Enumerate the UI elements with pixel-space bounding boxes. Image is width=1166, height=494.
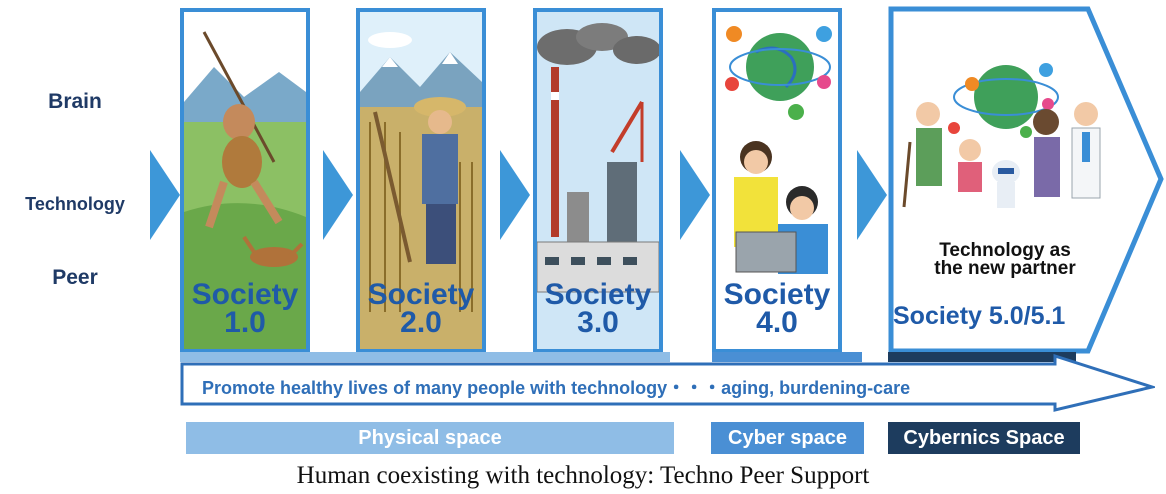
- farming-scene-illustration: [360, 12, 482, 349]
- cybernics-space-marker: [888, 352, 1076, 362]
- chevron-icon: [323, 150, 353, 240]
- coexistence-scene-illustration: [902, 63, 1101, 208]
- cyber-space-bar: Cyber space: [711, 422, 864, 454]
- label-peer: Peer: [52, 266, 98, 289]
- chevron-icon: [150, 150, 180, 240]
- chevron-icon: [500, 150, 530, 240]
- physical-space-marker: [180, 352, 670, 362]
- information-scene-illustration: [725, 26, 832, 274]
- society-2-title: Society 2.0: [367, 278, 475, 339]
- label-technology: Technology: [25, 194, 125, 214]
- society-3-panel: Society 3.0: [533, 8, 663, 353]
- society-4-title: Society 4.0: [723, 278, 831, 339]
- label-brain: Brain: [48, 90, 102, 113]
- society-5-title: Society 5.0/5.1: [893, 302, 1066, 330]
- factory-scene-illustration: [537, 12, 659, 349]
- society-5-panel-frame: [888, 6, 1164, 354]
- chevron-icon: [680, 150, 710, 240]
- final-panel-tagline: Technology as the new partner: [934, 240, 1076, 279]
- cybernics-space-bar: Cybernics Space: [888, 422, 1080, 454]
- hunting-scene-illustration: [184, 12, 306, 349]
- healthy-lives-banner: Promote healthy lives of many people wit…: [180, 354, 1155, 412]
- figure-caption: Human coexisting with technology: Techno…: [296, 462, 870, 489]
- society-3-title: Society 3.0: [544, 278, 652, 339]
- banner-text: Promote healthy lives of many people wit…: [202, 378, 911, 398]
- society-4-panel: Society 4.0: [712, 8, 842, 353]
- society-1-title: Society 1.0: [191, 278, 299, 339]
- society-1-panel: Society 1.0: [180, 8, 310, 353]
- society-2-panel: Society 2.0: [356, 8, 486, 353]
- banner-arrow-shape: [180, 354, 1155, 412]
- chevron-icon: [857, 150, 887, 240]
- physical-space-bar: Physical space: [186, 422, 674, 454]
- cyber-space-marker: [712, 352, 862, 362]
